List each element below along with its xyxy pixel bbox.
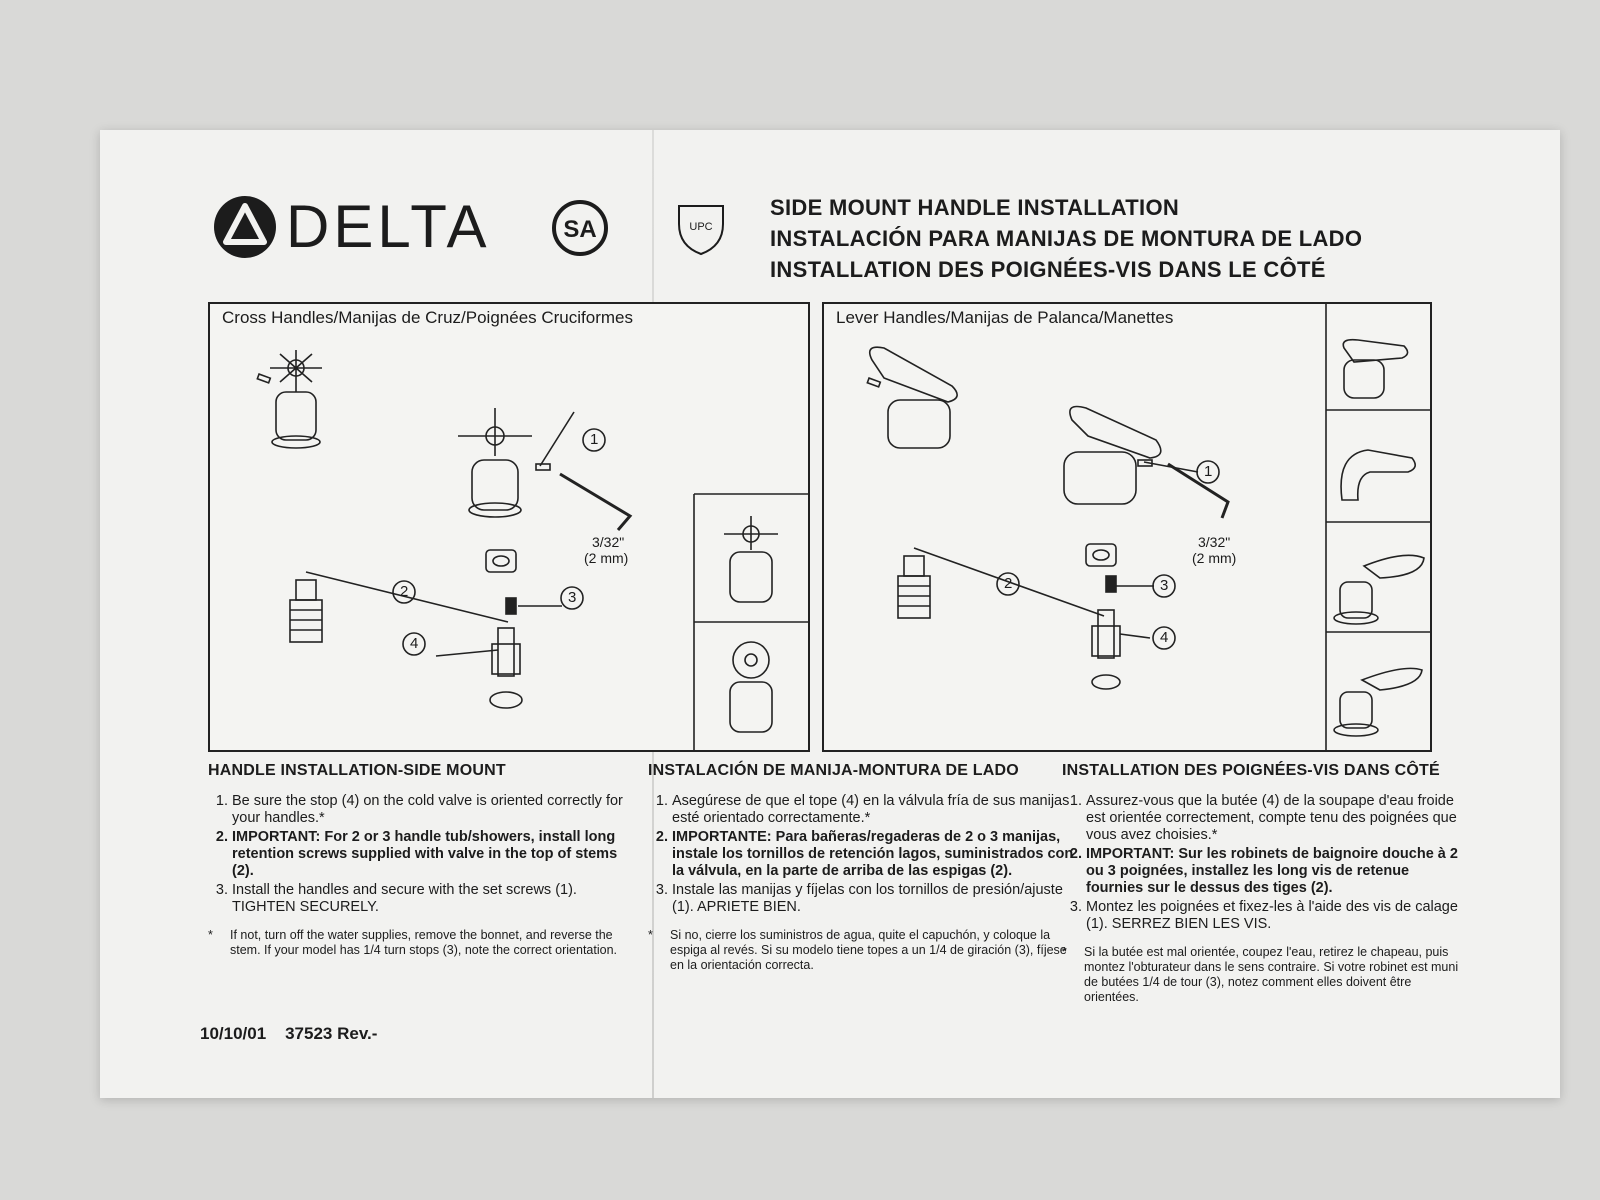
english-step-2-label: IMPORTANT:	[232, 829, 321, 845]
cross-handles-caption: Cross Handles/Manijas de Cruz/Poignées C…	[222, 308, 633, 327]
lever-handles-figure: Lever Handles/Manijas de Palanca/Manette…	[822, 302, 1432, 752]
cross-handles-figure: Cross Handles/Manijas de Cruz/Poignées C…	[208, 302, 810, 752]
french-step-3: Montez les poignées et fixez-les à l'aid…	[1086, 899, 1462, 933]
allen-wrench-icon	[559, 472, 633, 531]
english-step-2-text: For 2 or 3 handle tub/showers, install l…	[232, 829, 618, 879]
lever-callout-3: 3	[1160, 577, 1169, 594]
title-block: SIDE MOUNT HANDLE INSTALLATION INSTALACI…	[770, 192, 1362, 285]
french-step-1: Assurez-vous que la butée (4) de la soup…	[1086, 793, 1462, 844]
lever-option-2-icon	[1340, 449, 1416, 501]
lever-handles-caption: Lever Handles/Manijas de Palanca/Manette…	[836, 308, 1174, 327]
english-heading: HANDLE INSTALLATION-SIDE MOUNT	[208, 762, 506, 779]
english-step-1: Be sure the stop (4) on the cold valve i…	[232, 793, 638, 827]
brand-name: DELTA	[286, 193, 491, 260]
csa-mark-text: SA	[563, 216, 596, 243]
cross-handle-assembled-icon	[256, 350, 322, 449]
french-step-2-text: Sur les robinets de baignoire douche à 2…	[1086, 846, 1458, 896]
spanish-step-2-text: Para bañeras/regaderas de 2 o 3 manijas,…	[672, 829, 1074, 879]
valve-stem-icon-lever	[1091, 609, 1121, 690]
spanish-step-2: IMPORTANTE: Para bañeras/regaderas de 2 …	[672, 829, 1078, 880]
callout-2: 2	[400, 583, 409, 600]
lever-wrench-mm-label: (2 mm)	[1192, 550, 1237, 566]
delta-triangle-icon	[214, 195, 276, 258]
english-step-3: Install the handles and secure with the …	[232, 882, 638, 916]
instruction-sheet: DELTA SA UPC SIDE MOUNT HANDLE INSTALLAT…	[100, 130, 1560, 1098]
spanish-heading: INSTALACIÓN DE MANIJA-MONTURA DE LADO	[648, 762, 1019, 779]
english-note: * If not, turn off the water supplies, r…	[208, 928, 638, 958]
english-note-text: If not, turn off the water supplies, rem…	[230, 928, 617, 957]
stop-piece-icon-lever	[1105, 575, 1117, 593]
cartridge-icon-lever	[897, 555, 931, 619]
english-instructions: HANDLE INSTALLATION-SIDE MOUNT Be sure t…	[208, 762, 638, 958]
lever-wrench-size-label: 3/32"	[1198, 534, 1231, 550]
delta-logo: DELTA	[212, 192, 490, 261]
cross-handle-option-2-icon	[729, 641, 773, 733]
french-step-2: IMPORTANT: Sur les robinets de baignoire…	[1086, 846, 1462, 897]
english-step-2: IMPORTANT: For 2 or 3 handle tub/showers…	[232, 829, 638, 880]
retention-nut-icon-lever	[1085, 543, 1117, 567]
spanish-note-mark: *	[648, 928, 653, 942]
document-footer: 10/10/01 37523 Rev.-	[200, 1024, 377, 1044]
french-note-mark: *	[1062, 945, 1067, 959]
lever-handle-exploded-icon	[1063, 405, 1162, 505]
spanish-instructions: INSTALACIÓN DE MANIJA-MONTURA DE LADO As…	[648, 762, 1078, 973]
french-instructions: INSTALLATION DES POIGNÉES-VIS DANS CÔTÉ …	[1062, 762, 1462, 1005]
part-number: 37523 Rev.-	[285, 1024, 378, 1043]
spanish-step-3: Instale las manijas y fíjelas con los to…	[672, 882, 1078, 916]
callout-4: 4	[410, 635, 419, 652]
valve-stem-icon	[489, 627, 523, 709]
lever-callout-2: 2	[1004, 575, 1013, 592]
title-spanish: INSTALACIÓN PARA MANIJAS DE MONTURA DE L…	[770, 226, 1363, 251]
french-step-2-label: IMPORTANT:	[1086, 846, 1175, 862]
spanish-step-2-label: IMPORTANTE:	[672, 829, 772, 845]
lever-callout-1: 1	[1204, 463, 1213, 480]
wrench-mm-label: (2 mm)	[584, 550, 629, 566]
lever-callout-4: 4	[1160, 629, 1169, 646]
lever-option-4-icon	[1333, 667, 1423, 737]
spanish-note-text: Si no, cierre los suministros de agua, q…	[670, 928, 1067, 972]
cross-handle-option-1-icon	[724, 516, 778, 603]
spanish-note: * Si no, cierre los suministros de agua,…	[648, 928, 1078, 973]
allen-wrench-icon-lever	[1167, 462, 1230, 519]
lever-option-1-icon	[1342, 338, 1409, 399]
wrench-size-label: 3/32"	[592, 534, 625, 550]
upc-certification-icon: UPC	[675, 202, 727, 263]
french-heading: INSTALLATION DES POIGNÉES-VIS DANS CÔTÉ	[1062, 762, 1440, 779]
french-note-text: Si la butée est mal orientée, coupez l'e…	[1084, 945, 1459, 1004]
retention-nut-icon	[485, 549, 517, 573]
french-note: * Si la butée est mal orientée, coupez l…	[1062, 945, 1462, 1005]
english-note-mark: *	[208, 928, 213, 942]
spanish-step-1: Asegúrese de que el tope (4) en la válvu…	[672, 793, 1078, 827]
upc-mark-text: UPC	[689, 221, 712, 233]
cartridge-icon	[289, 579, 323, 643]
callout-3: 3	[568, 589, 577, 606]
lever-option-3-icon	[1333, 554, 1425, 625]
title-french: INSTALLATION DES POIGNÉES-VIS DANS LE CÔ…	[770, 257, 1326, 282]
revision-date: 10/10/01	[200, 1024, 267, 1043]
lever-handle-assembled-icon	[866, 346, 958, 449]
cross-handle-exploded-icon	[458, 408, 551, 518]
callout-1: 1	[590, 431, 599, 448]
stop-piece-icon	[505, 597, 517, 615]
csa-certification-icon: SA	[550, 198, 610, 263]
title-english: SIDE MOUNT HANDLE INSTALLATION	[770, 195, 1180, 220]
